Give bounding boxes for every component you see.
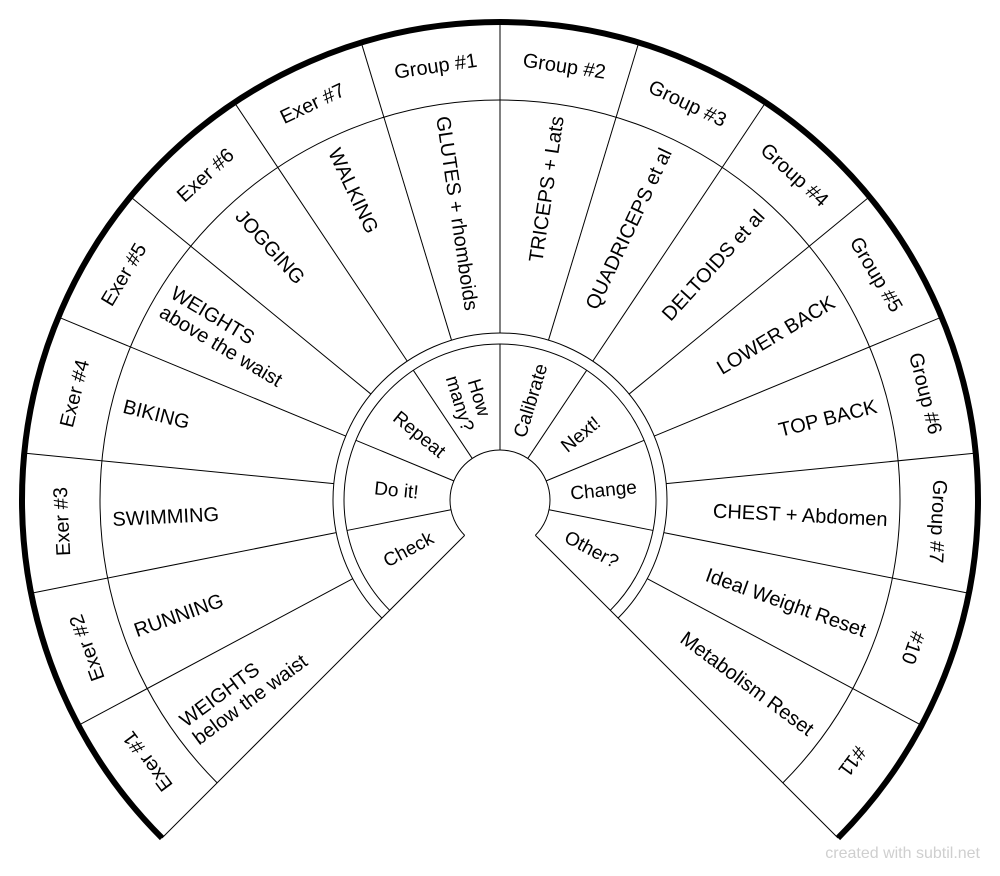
middle-label-line: TOP BACK bbox=[777, 396, 880, 442]
middle-label-line: RUNNING bbox=[131, 590, 226, 642]
outer-arc bbox=[19, 19, 981, 841]
inner-label: Do it! bbox=[373, 478, 419, 503]
sector-divider bbox=[547, 42, 640, 341]
middle-label-line: TRICEPS + Lats bbox=[525, 115, 568, 264]
middle-label-line: GLUTES + rhomboids bbox=[431, 115, 482, 312]
middle-label: LOWER BACK bbox=[713, 292, 839, 380]
sector-divider bbox=[592, 102, 766, 362]
middle-label-line: CHEST + Abdomen bbox=[712, 500, 888, 531]
inner-divider bbox=[527, 370, 588, 459]
inner-label: Repeat bbox=[389, 407, 450, 463]
inner-label-line: Check bbox=[380, 528, 438, 572]
middle-label: GLUTES + rhomboids bbox=[431, 115, 482, 312]
middle-label: CHEST + Abdomen bbox=[712, 500, 888, 531]
sector-divider bbox=[628, 196, 870, 395]
middle-label: Ideal Weight Reset bbox=[703, 564, 870, 642]
middle-label-line: JOGGING bbox=[231, 206, 309, 289]
middle-label-line: BIKING bbox=[121, 396, 192, 434]
outer-label: #10 bbox=[896, 628, 928, 667]
outer-label: #11 bbox=[833, 742, 870, 781]
inner-label: Next! bbox=[557, 413, 605, 457]
end-divider bbox=[161, 535, 465, 839]
middle-label: SWIMMING bbox=[112, 504, 220, 531]
inner-label: Calibrate bbox=[510, 361, 552, 440]
outer-label: Group #6 bbox=[904, 350, 946, 436]
sector-divider bbox=[647, 578, 922, 726]
middle-label-line: SWIMMING bbox=[112, 504, 220, 531]
inner-label-line: Next! bbox=[557, 413, 605, 457]
inner-label-line: Change bbox=[569, 477, 637, 504]
inner-label-line: Other? bbox=[561, 527, 622, 573]
sector-divider bbox=[666, 452, 976, 485]
sector-divider bbox=[31, 532, 337, 594]
outer-label: Group #7 bbox=[924, 479, 950, 563]
sector-divider bbox=[24, 452, 334, 485]
middle-label-line: WALKING bbox=[323, 145, 382, 237]
outer-label: Exer #7 bbox=[277, 79, 349, 128]
sector-divider bbox=[654, 316, 942, 437]
outer-label: Group #4 bbox=[756, 139, 833, 211]
outer-label: Exer #1 bbox=[119, 727, 178, 795]
middle-label-line: QUADRICEPS et al bbox=[582, 145, 677, 313]
outer-label: Group #2 bbox=[521, 50, 607, 84]
sector-divider bbox=[234, 102, 408, 362]
watermark: created with subtil.net bbox=[825, 845, 980, 862]
sector-divider bbox=[78, 578, 353, 726]
middle-label-line: DELTOIDS et al bbox=[658, 206, 769, 326]
inner-divider bbox=[412, 370, 473, 459]
middle-label: WEIGHTSabove the waist bbox=[155, 283, 297, 392]
outer-label: Exer #5 bbox=[97, 240, 151, 310]
outer-label: Exer #6 bbox=[173, 144, 239, 207]
middle-label: Metabolism Reset bbox=[676, 628, 818, 741]
sector-divider bbox=[130, 196, 372, 395]
sector-divider bbox=[58, 316, 346, 437]
inner-label: Change bbox=[569, 477, 637, 504]
middle-label-line: LOWER BACK bbox=[713, 292, 839, 380]
end-divider bbox=[535, 535, 839, 839]
middle-label: TRICEPS + Lats bbox=[525, 115, 568, 264]
middle-label: WALKING bbox=[323, 145, 382, 237]
middle-label: TOP BACK bbox=[777, 396, 880, 442]
inner-label-line: Repeat bbox=[389, 407, 450, 463]
center-hole-arc bbox=[449, 449, 551, 536]
outer-label: Group #3 bbox=[645, 76, 730, 132]
middle-label: DELTOIDS et al bbox=[658, 206, 769, 326]
middle-label: JOGGING bbox=[231, 206, 309, 289]
inner-divider bbox=[355, 439, 454, 482]
outer-label: Exer #3 bbox=[50, 487, 75, 557]
middle-label: WEIGHTSbelow the waist bbox=[176, 633, 312, 750]
middle-label: BIKING bbox=[121, 396, 192, 434]
inner-label: Check bbox=[380, 528, 438, 572]
inner-label-line: Do it! bbox=[373, 478, 419, 503]
inner-label: Other? bbox=[561, 527, 622, 573]
inner-divider bbox=[546, 439, 645, 482]
middle-label-line: Metabolism Reset bbox=[676, 628, 818, 741]
outer-label: Exer #4 bbox=[56, 357, 94, 429]
sector-divider bbox=[360, 42, 453, 341]
outer-label: Exer #2 bbox=[66, 611, 110, 683]
outer-label: Group #1 bbox=[393, 50, 479, 84]
middle-ring-inner-arc bbox=[332, 332, 668, 619]
inner-label-line: Calibrate bbox=[510, 361, 552, 440]
middle-label: RUNNING bbox=[131, 590, 226, 642]
inner-divider bbox=[346, 509, 452, 531]
inner-divider bbox=[548, 509, 654, 531]
sector-divider bbox=[663, 532, 969, 594]
middle-label: QUADRICEPS et al bbox=[582, 145, 677, 313]
outer-label: Group #5 bbox=[845, 233, 907, 316]
middle-label-line: Ideal Weight Reset bbox=[703, 564, 870, 642]
